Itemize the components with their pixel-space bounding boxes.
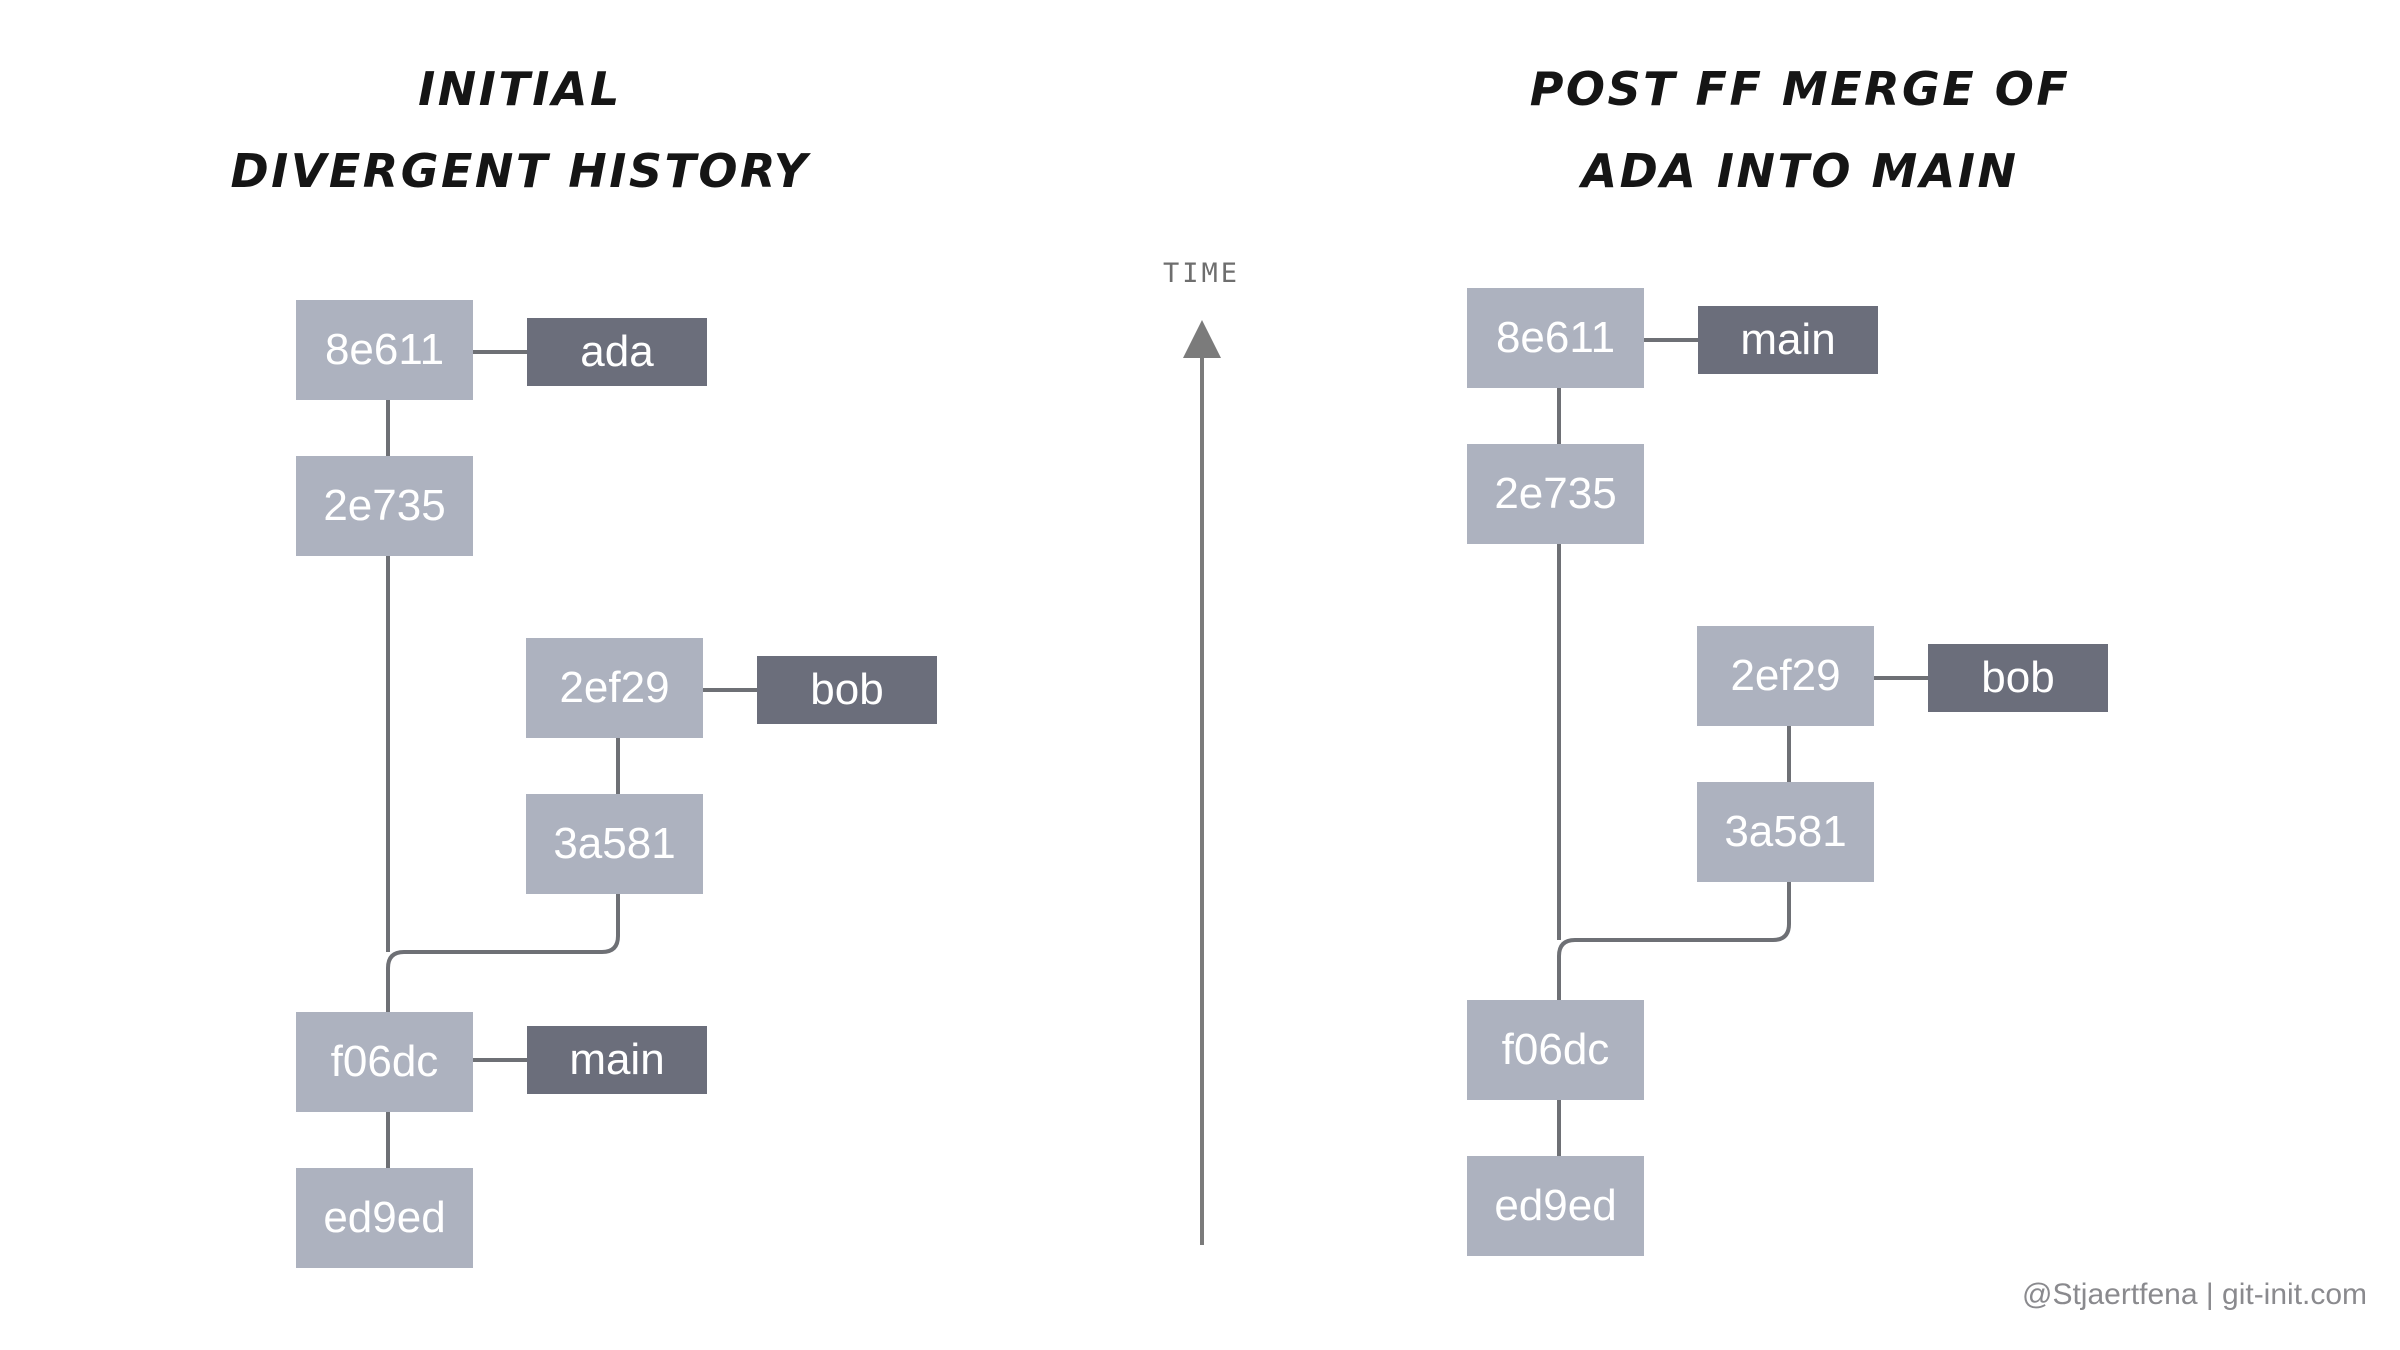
branch-label-right-bob[interactable]: bob bbox=[1928, 644, 2108, 712]
panel-title-right-line-2: ADA INTO MAIN bbox=[1581, 144, 2019, 198]
commit-node-right-3a581[interactable]: 3a581 bbox=[1697, 782, 1874, 882]
branch-label-left-main[interactable]: main bbox=[527, 1026, 707, 1094]
commit-node-right-2ef29[interactable]: 2ef29 bbox=[1697, 626, 1874, 726]
edge-left-merge-3a581-to-f06dc bbox=[386, 892, 620, 1014]
footer-credit: @Stjaertfena | git-init.com bbox=[2022, 1278, 2368, 1311]
time-axis-label: TIME bbox=[1163, 258, 1241, 289]
panel-title-left-line-2: DIVERGENT HISTORY bbox=[230, 144, 810, 198]
commit-node-left-3a581[interactable]: 3a581 bbox=[526, 794, 703, 894]
panel-title-right: POST FF MERGE OF ADA INTO MAIN bbox=[1400, 48, 2200, 212]
branch-label-left-bob[interactable]: bob bbox=[757, 656, 937, 724]
branch-label-right-main[interactable]: main bbox=[1698, 306, 1878, 374]
panel-title-left-line-1: INITIAL bbox=[418, 62, 622, 116]
commit-node-left-2e735[interactable]: 2e735 bbox=[296, 456, 473, 556]
edge-right-merge-3a581-to-f06dc bbox=[1557, 880, 1791, 1002]
panel-title-left: INITIAL DIVERGENT HISTORY bbox=[120, 48, 920, 212]
commit-node-right-8e611[interactable]: 8e611 bbox=[1467, 288, 1644, 388]
branch-label-left-ada[interactable]: ada bbox=[527, 318, 707, 386]
commit-node-left-2ef29[interactable]: 2ef29 bbox=[526, 638, 703, 738]
commit-node-left-ed9ed[interactable]: ed9ed bbox=[296, 1168, 473, 1268]
time-axis-arrow-icon bbox=[1183, 320, 1221, 358]
commit-node-left-f06dc[interactable]: f06dc bbox=[296, 1012, 473, 1112]
commit-node-right-2e735[interactable]: 2e735 bbox=[1467, 444, 1644, 544]
commit-node-right-f06dc[interactable]: f06dc bbox=[1467, 1000, 1644, 1100]
panel-title-right-line-1: POST FF MERGE OF bbox=[1529, 62, 2071, 116]
commit-node-right-ed9ed[interactable]: ed9ed bbox=[1467, 1156, 1644, 1256]
commit-node-left-8e611[interactable]: 8e611 bbox=[296, 300, 473, 400]
